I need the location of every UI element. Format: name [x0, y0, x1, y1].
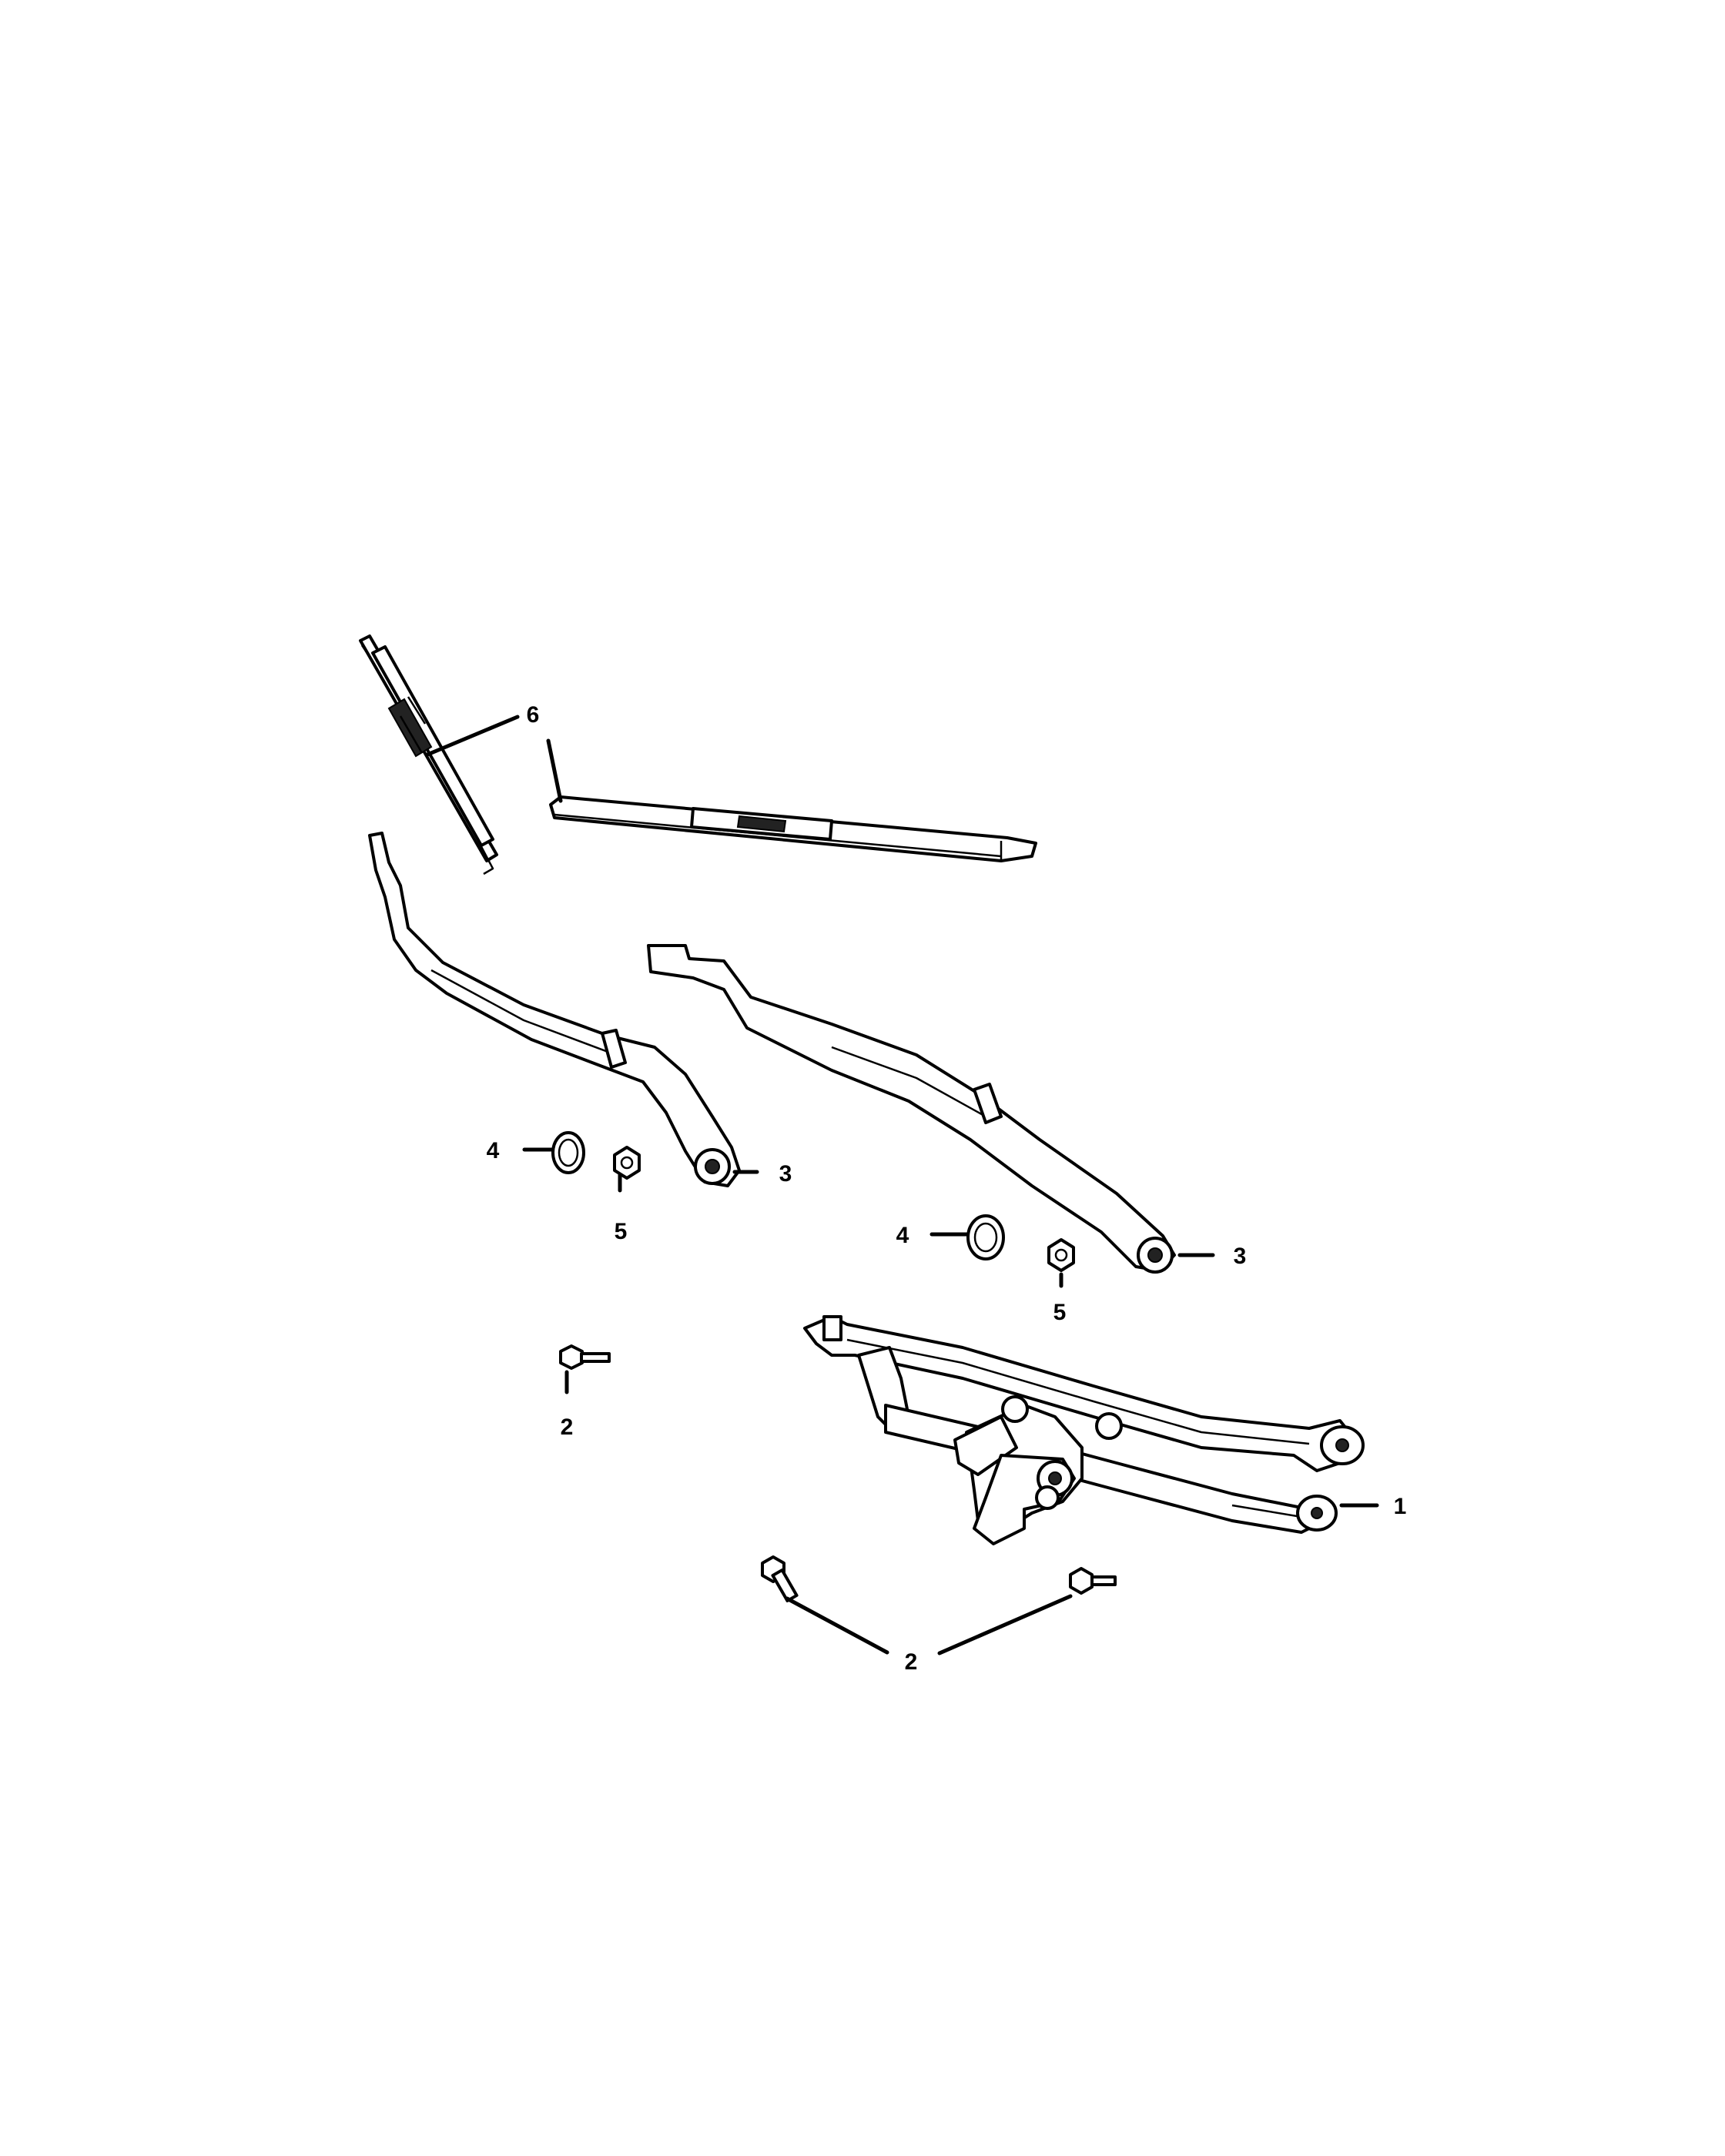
callout-5-right: 5	[1053, 1300, 1067, 1325]
cap-right	[966, 1214, 1005, 1260]
callout-4-right: 4	[896, 1223, 909, 1248]
nut-right	[1047, 1238, 1075, 1272]
callout-2-bottom: 2	[905, 1649, 918, 1675]
cap-left	[551, 1131, 585, 1174]
callout-labels: 6 4 5 3 4 5 3 2 1 2	[487, 702, 1407, 1675]
callout-3-left: 3	[779, 1161, 792, 1187]
callout-3-right: 3	[1234, 1244, 1247, 1269]
wiper-blade-right	[549, 795, 1037, 862]
wiper-arm-right	[647, 944, 1176, 1274]
wiper-blade-left	[359, 634, 498, 875]
callout-1: 1	[1394, 1494, 1407, 1519]
bolt-left	[559, 1344, 611, 1370]
callout-5-left: 5	[615, 1219, 628, 1244]
nut-left	[613, 1146, 641, 1180]
callout-4-left: 4	[487, 1138, 500, 1163]
bolt-lower-left	[761, 1555, 799, 1602]
callout-6: 6	[527, 702, 540, 728]
leader-lines	[425, 715, 1379, 1656]
wiper-arm-left	[368, 832, 741, 1187]
wiper-motor-linkage	[803, 1315, 1365, 1545]
bolt-lower-right	[1069, 1567, 1117, 1595]
callout-2-left: 2	[561, 1414, 574, 1440]
